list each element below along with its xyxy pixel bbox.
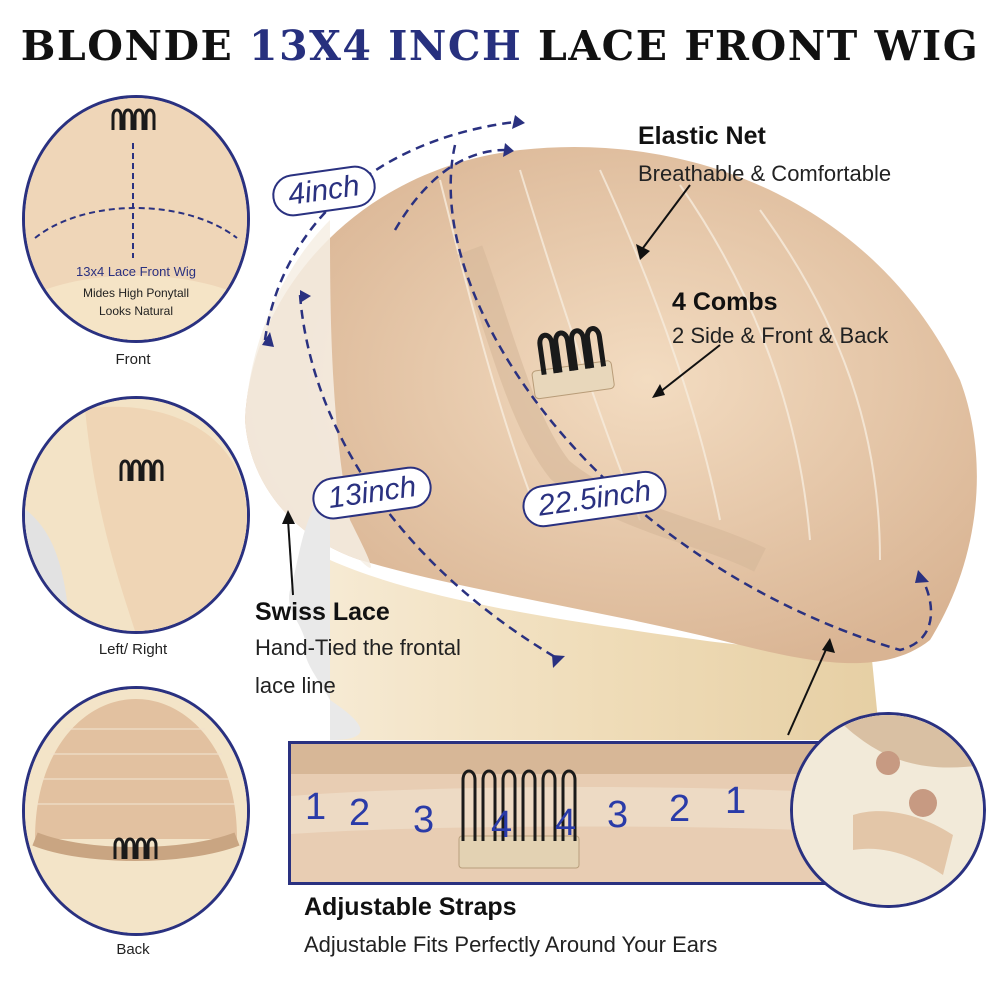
feature-combs-desc: 2 Side & Front & Back	[672, 323, 889, 348]
title-part-1: BLONDE	[20, 22, 250, 70]
feature-elastic-net-desc: Breathable & Comfortable	[638, 161, 892, 186]
strap-number: 4	[491, 804, 513, 846]
ear-strap-image	[793, 715, 983, 905]
feature-straps-title: Adjustable Straps	[304, 893, 517, 921]
thumbnail-side	[22, 396, 250, 634]
pointer-lines	[287, 184, 829, 736]
strap-number: 2	[669, 788, 691, 830]
strap-number: 1	[305, 786, 327, 828]
side-wig-image	[25, 399, 247, 631]
feature-combs-title: 4 Combs	[672, 288, 778, 316]
feature-swiss-lace-desc-2: lace line	[255, 673, 336, 698]
mannequin-face	[288, 480, 361, 740]
perimeter-band	[457, 245, 766, 572]
wig-cap	[245, 146, 977, 664]
caption-side: Left/ Right	[98, 641, 168, 658]
title-part-3: LACE FRONT WIG	[522, 22, 980, 70]
feature-swiss-lace-title: Swiss Lace	[255, 598, 390, 626]
elastic-net-lines	[439, 169, 881, 561]
thumbnail-front: 13x4 Lace Front Wig Mides High Ponytall …	[22, 95, 250, 343]
feature-elastic-net-title: Elastic Net	[638, 122, 766, 150]
title-part-2: 13X4 INCH	[249, 22, 523, 70]
caption-front: Front	[115, 351, 151, 368]
front-inner-line1: Mides High Ponytall	[82, 286, 190, 300]
ear-detail-circle	[790, 712, 986, 908]
arrowheads	[262, 115, 929, 668]
strap-detail-panel: 1 2 3 4 4 3 2 1	[288, 741, 886, 885]
feature-straps-desc: Adjustable Fits Perfectly Around Your Ea…	[304, 932, 718, 957]
strap-number: 3	[607, 794, 629, 836]
back-wig-image	[25, 689, 247, 933]
front-comb	[531, 326, 615, 400]
hair-shape	[330, 560, 880, 740]
thumbnail-back	[22, 686, 250, 936]
pointer-arrowheads	[282, 244, 835, 653]
strap-number: 1	[725, 780, 747, 822]
caption-back: Back	[116, 941, 150, 958]
feature-swiss-lace-desc-1: Hand-Tied the frontal	[255, 635, 461, 660]
strap-number: 3	[413, 799, 435, 841]
front-inner-title: 13x4 Lace Front Wig	[76, 264, 196, 279]
strap-number: 2	[349, 792, 371, 834]
strap-number: 4	[555, 802, 577, 844]
page-title: BLONDE 13X4 INCH LACE FRONT WIG	[0, 22, 1000, 70]
front-inner-line2: Looks Natural	[98, 304, 174, 318]
front-wig-image	[25, 98, 247, 340]
